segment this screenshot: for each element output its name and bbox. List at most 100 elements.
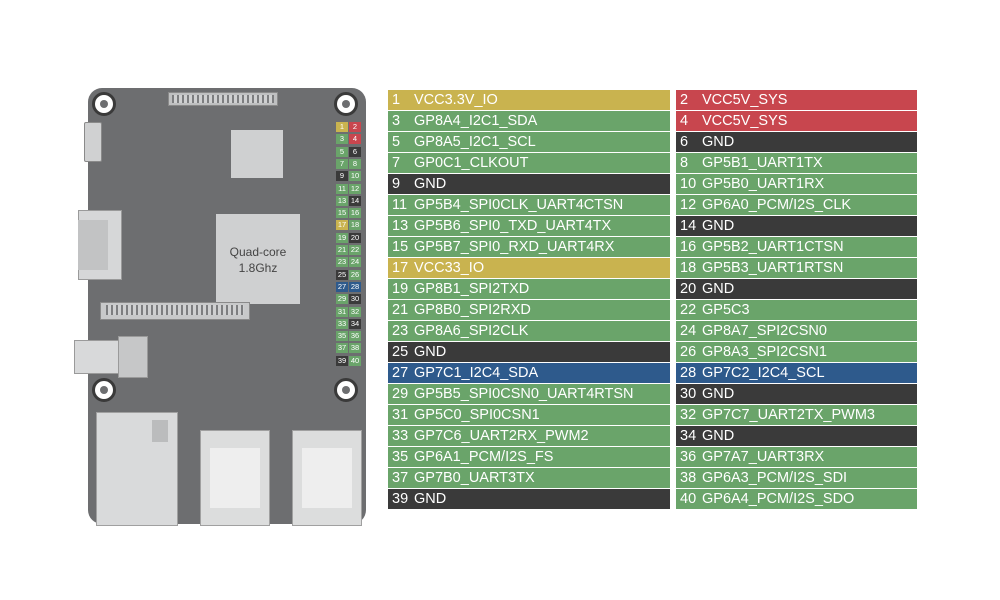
- pin-name: GND: [702, 386, 735, 402]
- ethernet-port-socket: [152, 420, 168, 442]
- soc-label-line1: Quad-core: [229, 245, 287, 259]
- pin-row-29: 29 GP5B5_SPI0CSN0_UART4RTSN: [388, 384, 670, 404]
- pin-number: 26: [680, 344, 697, 360]
- micro-usb-port: [84, 122, 102, 162]
- pin-number: 10: [680, 176, 697, 192]
- pin-row-19: 19 GP8B1_SPI2TXD: [388, 279, 670, 299]
- pin-number: 25: [392, 344, 409, 360]
- pin-number: 30: [680, 386, 697, 402]
- sd-card-slot-inner: [78, 220, 108, 270]
- pin-name: GP5B6_SPI0_TXD_UART4TX: [414, 218, 612, 234]
- pin-number: 29: [392, 386, 409, 402]
- mini-pin-23: 23: [336, 257, 348, 268]
- pin-number: 11: [392, 197, 408, 213]
- mounting-hole-top-right: [334, 92, 358, 116]
- mini-pin-25: 25: [336, 269, 348, 280]
- pin-name: GP5B2_UART1CTSN: [702, 239, 844, 255]
- pin-number: 4: [680, 113, 689, 129]
- pin-name: GP5C3: [702, 302, 750, 318]
- mini-pin-8: 8: [349, 158, 361, 169]
- pin-name: GP7C6_UART2RX_PWM2: [414, 428, 589, 444]
- mini-pin-9: 9: [336, 171, 348, 182]
- pin-number: 14: [680, 218, 697, 234]
- camera-connector-pins: [106, 305, 244, 315]
- pin-name: GP5B7_SPI0_RXD_UART4RX: [414, 239, 615, 255]
- mounting-hole-bottom-left: [92, 378, 116, 402]
- soc-label-line2: 1.8Ghz: [238, 261, 278, 275]
- mini-pin-19: 19: [336, 232, 348, 243]
- pin-name: GP5B5_SPI0CSN0_UART4RTSN: [414, 386, 634, 402]
- power-chip: [231, 130, 283, 178]
- pin-number: 36: [680, 449, 697, 465]
- pin-name: VCC5V_SYS: [702, 113, 788, 129]
- pin-name: GP8B1_SPI2TXD: [414, 281, 530, 297]
- pin-name: VCC3.3V_IO: [414, 92, 498, 108]
- pin-number: 18: [680, 260, 697, 276]
- pin-number: 31: [392, 407, 409, 423]
- pin-number: 19: [392, 281, 409, 297]
- mini-pin-39: 39: [336, 355, 348, 366]
- pin-number: 5: [392, 134, 401, 150]
- mini-pin-18: 18: [349, 220, 361, 231]
- usb-port-2-slot: [302, 448, 352, 508]
- pin-name: GP5B4_SPI0CLK_UART4CTSN: [414, 197, 624, 213]
- pin-row-30: 30 GND: [676, 384, 917, 404]
- pin-number: 9: [392, 176, 401, 192]
- pin-name: GP6A1_PCM/I2S_FS: [414, 449, 554, 465]
- pin-row-33: 33 GP7C6_UART2RX_PWM2: [388, 426, 670, 446]
- mini-pin-30: 30: [349, 294, 361, 305]
- mini-pin-5: 5: [336, 146, 348, 157]
- mounting-hole-top-left: [92, 92, 116, 116]
- pin-name: GND: [414, 344, 447, 360]
- pin-number: 38: [680, 470, 697, 486]
- soc-chip: Quad-core 1.8Ghz: [216, 214, 300, 304]
- pin-name: GP7C1_I2C4_SDA: [414, 365, 539, 381]
- mini-pin-31: 31: [336, 306, 348, 317]
- pin-name: GND: [702, 134, 735, 150]
- mini-pin-26: 26: [349, 269, 361, 280]
- mini-pin-2: 2: [349, 122, 361, 132]
- pin-name: GP8A4_I2C1_SDA: [414, 113, 538, 129]
- mini-pin-22: 22: [349, 245, 361, 255]
- mini-pin-7: 7: [336, 158, 348, 169]
- pin-number: 12: [680, 197, 697, 213]
- mini-pin-17: 17: [336, 220, 348, 231]
- pin-name: GND: [702, 428, 735, 444]
- pin-number: 40: [680, 491, 697, 507]
- mini-pin-10: 10: [349, 171, 361, 182]
- pin-number: 32: [680, 407, 697, 423]
- mini-pin-40: 40: [349, 355, 361, 366]
- pin-name: GP7C7_UART2TX_PWM3: [702, 407, 875, 423]
- pin-number: 33: [392, 428, 409, 444]
- pin-number: 37: [392, 470, 409, 486]
- pin-number: 28: [680, 365, 697, 381]
- mini-pin-32: 32: [349, 306, 361, 317]
- audio-jack-body: [118, 336, 148, 378]
- pin-row-25: 25 GND: [388, 342, 670, 362]
